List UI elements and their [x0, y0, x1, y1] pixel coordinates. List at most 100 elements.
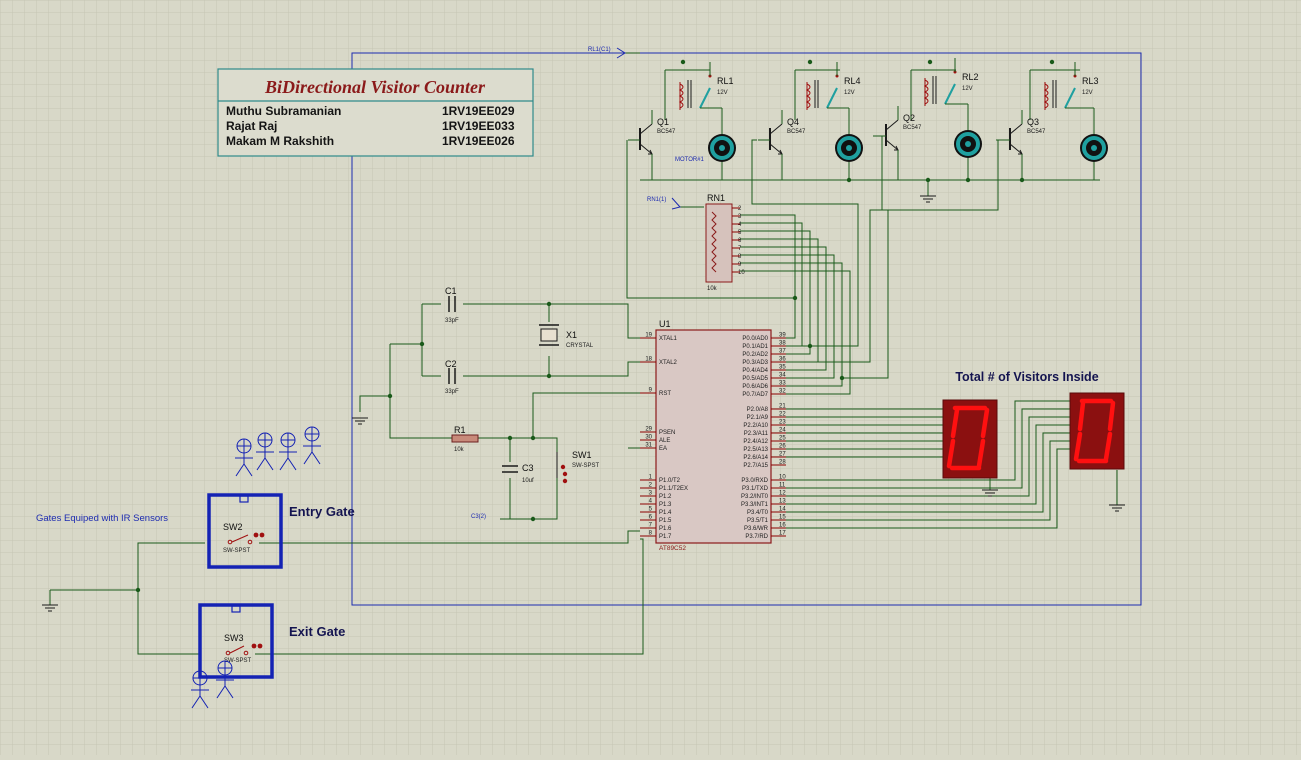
mcu-pin-name: P2.1/A9 — [747, 415, 769, 421]
mcu-pin-number: 12 — [779, 491, 786, 497]
transistor-value: BC547 — [787, 129, 806, 135]
c3-value: 10uf — [522, 478, 534, 484]
sw3-ref: SW3 — [224, 633, 244, 643]
mcu-pin-number: 17 — [779, 531, 786, 537]
mcu-pin-number: 36 — [779, 357, 786, 363]
visitors-inside-label: Total # of Visitors Inside — [955, 370, 1098, 384]
sw2-ref: SW2 — [223, 522, 243, 532]
author-name-3: Makam M Rakshith — [226, 134, 334, 148]
author-id-3: 1RV19EE026 — [442, 134, 515, 148]
c1-ref: C1 — [445, 286, 457, 296]
relay-value: 12V — [962, 86, 973, 92]
mcu-pin-name: P1.5 — [659, 518, 672, 524]
mcu-pin-name: P3.1/TXD — [742, 486, 769, 492]
c2-ref: C2 — [445, 359, 457, 369]
mcu-pin-name: P3.6/WR — [744, 526, 769, 532]
mcu-pin-name: PSEN — [659, 430, 675, 436]
mcu-pin-number: 34 — [779, 373, 786, 379]
mcu-pin-name: P3.4/T0 — [747, 510, 769, 516]
mcu-pin-name: ALE — [659, 438, 670, 444]
mcu-u1: U1 AT89C52 19XTAL118XTAL29RST29PSEN30ALE… — [640, 319, 786, 552]
mcu-ref: U1 — [659, 319, 671, 329]
relay-value: 12V — [844, 90, 855, 96]
entry-gate-label: Entry Gate — [289, 504, 355, 519]
mcu-pin-number: 19 — [645, 333, 652, 339]
author-id-2: 1RV19EE033 — [442, 119, 515, 133]
mcu-pin-name: P1.7 — [659, 534, 672, 540]
mcu-pin-name: P3.5/T1 — [747, 518, 769, 524]
rn1-value: 10k — [707, 286, 718, 292]
mcu-pin-number: 29 — [645, 427, 652, 433]
mcu-pin-name: P2.0/A8 — [747, 407, 769, 413]
mcu-pin-number: 33 — [779, 381, 786, 387]
transistor-ref: Q1 — [657, 117, 669, 127]
mcu-pin-name: P0.4/AD4 — [742, 368, 768, 374]
relay-value: 12V — [1082, 90, 1093, 96]
c3-ref: C3 — [522, 463, 534, 473]
mcu-pin-number: 39 — [779, 333, 786, 339]
transistor-ref: Q2 — [903, 113, 915, 123]
sw1-ref: SW1 — [572, 450, 592, 460]
mcu-pin-name: P2.4/A12 — [743, 439, 768, 445]
mcu-pin-name: P2.7/A15 — [743, 463, 768, 469]
exit-gate-label: Exit Gate — [289, 624, 345, 639]
mcu-pin-number: 18 — [645, 357, 652, 363]
mcu-pin-number: 26 — [779, 444, 786, 450]
mcu-pin-number: 35 — [779, 365, 786, 371]
mcu-pin-number: 13 — [779, 499, 786, 505]
transistor-ref: Q3 — [1027, 117, 1039, 127]
motor-shaft — [965, 141, 971, 147]
author-name-2: Rajat Raj — [226, 119, 277, 133]
mcu-pin-name: P1.6 — [659, 526, 672, 532]
mcu-pin-name: P0.3/AD3 — [742, 360, 768, 366]
mcu-pin-name: P1.4 — [659, 510, 672, 516]
sw1-value: SW-SPST — [572, 463, 600, 469]
net-label-rl1: RL1(C1) — [588, 47, 611, 53]
mcu-pin-name: P1.0/T2 — [659, 478, 681, 484]
mcu-pin-name: P1.3 — [659, 502, 672, 508]
author-id-1: 1RV19EE029 — [442, 104, 515, 118]
mcu-pin-name: P2.5/A13 — [743, 447, 768, 453]
relay-value: 12V — [717, 90, 728, 96]
mcu-pin-number: 21 — [779, 404, 786, 410]
mcu-pin-number: 27 — [779, 452, 786, 458]
relay-ref: RL1 — [717, 76, 734, 86]
mcu-pin-number: 37 — [779, 349, 786, 355]
net-label-c3: C3(2) — [471, 514, 486, 520]
mcu-pin-name: P3.7/RD — [745, 534, 768, 540]
transistor-value: BC547 — [657, 129, 676, 135]
c2-value: 33pF — [445, 389, 459, 395]
mcu-pin-number: 11 — [779, 483, 786, 489]
mcu-pin-name: P2.2/A10 — [743, 423, 768, 429]
mcu-pin-name: P2.6/A14 — [743, 455, 768, 461]
sw2-value: SW-SPST — [223, 548, 251, 554]
mcu-pin-number: 30 — [645, 435, 652, 441]
sw3-value: SW-SPST — [224, 658, 252, 664]
mcu-pin-number: 15 — [779, 515, 786, 521]
title-block: BiDirectional Visitor Counter Muthu Subr… — [218, 69, 533, 156]
mcu-pin-name: P1.2 — [659, 494, 672, 500]
mcu-pin-number: 28 — [779, 460, 786, 466]
mcu-pin-number: 22 — [779, 412, 786, 418]
net-label-rn1: RN1(1) — [647, 197, 666, 203]
mcu-pin-number: 14 — [779, 507, 786, 513]
r1-ref: R1 — [454, 425, 466, 435]
r1-value: 10k — [454, 447, 465, 453]
mcu-pin-number: 31 — [645, 443, 652, 449]
rn1-ref: RN1 — [707, 193, 725, 203]
mcu-pin-name: P3.0/RXD — [741, 478, 768, 484]
c1-value: 33pF — [445, 318, 459, 324]
relay-ref: RL2 — [962, 72, 979, 82]
rn1-pin-number: 10 — [738, 270, 745, 276]
x1-value: CRYSTAL — [566, 343, 594, 349]
mcu-pin-name: P1.1/T2EX — [659, 486, 688, 492]
mcu-pin-number: 10 — [779, 475, 786, 481]
mcu-pin-name: P0.1/AD1 — [742, 344, 768, 350]
relay-ref: RL3 — [1082, 76, 1099, 86]
title-text: BiDirectional Visitor Counter — [264, 77, 486, 97]
mcu-pin-name: P3.3/INT1 — [741, 502, 769, 508]
mcu-pin-number: 32 — [779, 389, 786, 395]
